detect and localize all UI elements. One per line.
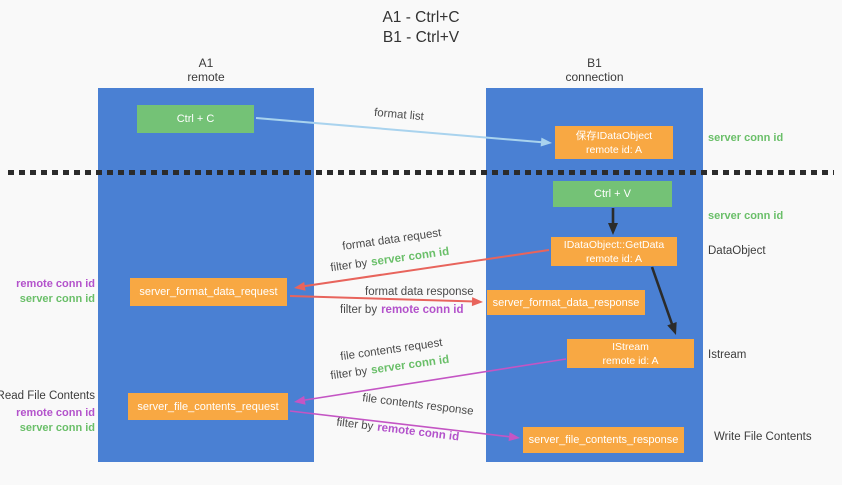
node-save-idataobject-line1: 保存IDataObject	[575, 129, 653, 142]
node-idataobject-getdata: IDataObject::GetData remote id: A	[551, 237, 677, 266]
node-ctrl-c: Ctrl + C	[137, 105, 254, 133]
diagram-title: A1 - Ctrl+C B1 - Ctrl+V	[0, 8, 842, 48]
node-server-file-contents-request: server_file_contents_request	[128, 393, 288, 420]
node-ctrl-v-label: Ctrl + V	[594, 188, 631, 200]
label-server-conn-id-right-1: server conn id	[708, 132, 784, 144]
node-ctrl-c-label: Ctrl + C	[176, 113, 215, 125]
lane-b1-title: B1	[587, 56, 602, 70]
lane-a1-subtitle: remote	[187, 70, 225, 84]
label-server-conn-id-left-1: server conn id	[19, 293, 95, 305]
node-server-file-contents-response: server_file_contents_response	[523, 427, 684, 453]
lane-b1-subtitle: connection	[565, 70, 624, 84]
label-dataobject: DataObject	[708, 245, 766, 257]
node-ctrl-v: Ctrl + V	[553, 181, 672, 207]
node-server-format-data-request: server_format_data_request	[130, 278, 287, 306]
node-format-response-label: server_format_data_response	[492, 296, 640, 309]
filter-by-text: filter by	[329, 365, 369, 383]
label-remote-conn-id-left-2: remote conn id	[16, 407, 95, 419]
node-getdata-line1: IDataObject::GetData	[563, 238, 665, 251]
filter-by-text: filter by	[340, 304, 378, 316]
node-istream: IStream remote id: A	[567, 339, 694, 368]
filter-by-text: filter by	[329, 257, 369, 275]
label-format-data-response: format data response	[365, 286, 474, 298]
label-server-conn-id-right-2: server conn id	[708, 210, 784, 222]
label-read-file-contents: Read File Contents	[0, 390, 95, 402]
node-save-idataobject: 保存IDataObject remote id: A	[555, 126, 673, 159]
label-istream: Istream	[708, 349, 747, 361]
node-format-request-label: server_format_data_request	[139, 286, 278, 298]
node-file-response-label: server_file_contents_response	[528, 434, 679, 446]
title-line-1: A1 - Ctrl+C	[382, 9, 460, 26]
node-getdata-line2: remote id: A	[585, 252, 643, 265]
remote-conn-id-text: remote conn id	[376, 421, 460, 444]
node-istream-line2: remote id: A	[602, 354, 659, 367]
node-save-idataobject-line2: remote id: A	[585, 143, 643, 156]
label-format-list: format list	[373, 106, 425, 124]
label-remote-conn-id-left-1: remote conn id	[16, 278, 95, 290]
node-istream-line1: IStream	[612, 340, 649, 353]
lane-header-b1: B1 connection	[486, 56, 703, 84]
server-conn-id-text: server conn id	[370, 245, 450, 269]
node-file-request-label: server_file_contents_request	[137, 400, 279, 413]
label-server-conn-id-left-2: server conn id	[19, 422, 95, 434]
label-write-file-contents: Write File Contents	[714, 431, 812, 443]
node-server-format-data-response: server_format_data_response	[487, 290, 645, 315]
lane-header-a1: A1 remote	[98, 56, 314, 84]
remote-conn-id-text: remote conn id	[381, 304, 464, 316]
title-line-2: B1 - Ctrl+V	[382, 29, 460, 46]
label-file-contents-response: file contents response	[361, 392, 475, 418]
filter-by-text: filter by	[335, 416, 374, 433]
lane-a1-title: A1	[198, 56, 214, 70]
separator-dotted-line	[8, 170, 834, 175]
